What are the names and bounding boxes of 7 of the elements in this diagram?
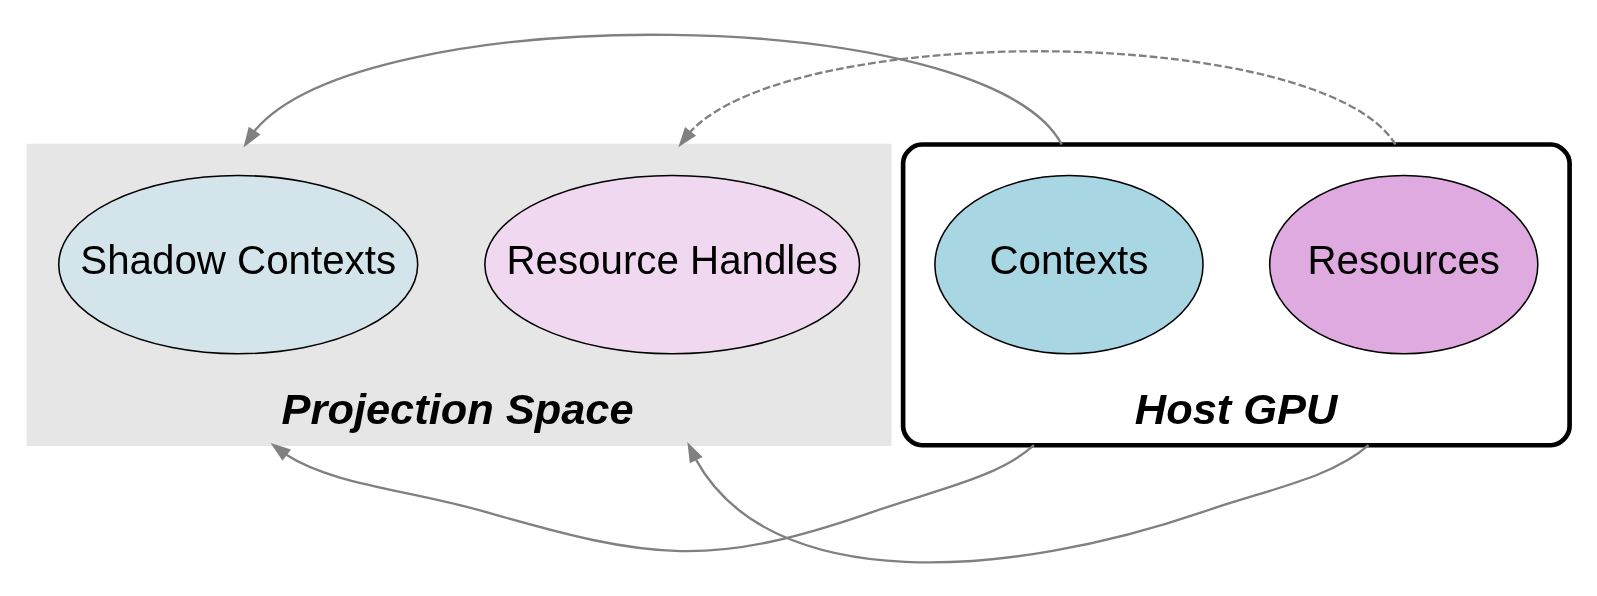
arrow [270, 442, 1035, 552]
arrow [687, 441, 1370, 563]
arrow [678, 49, 1397, 147]
node-ellipse: Contexts [934, 174, 1204, 355]
node-ellipse: Shadow Contexts [57, 174, 419, 355]
node-ellipse: Resources [1268, 174, 1539, 355]
node-ellipse: Resource Handles [484, 174, 861, 355]
